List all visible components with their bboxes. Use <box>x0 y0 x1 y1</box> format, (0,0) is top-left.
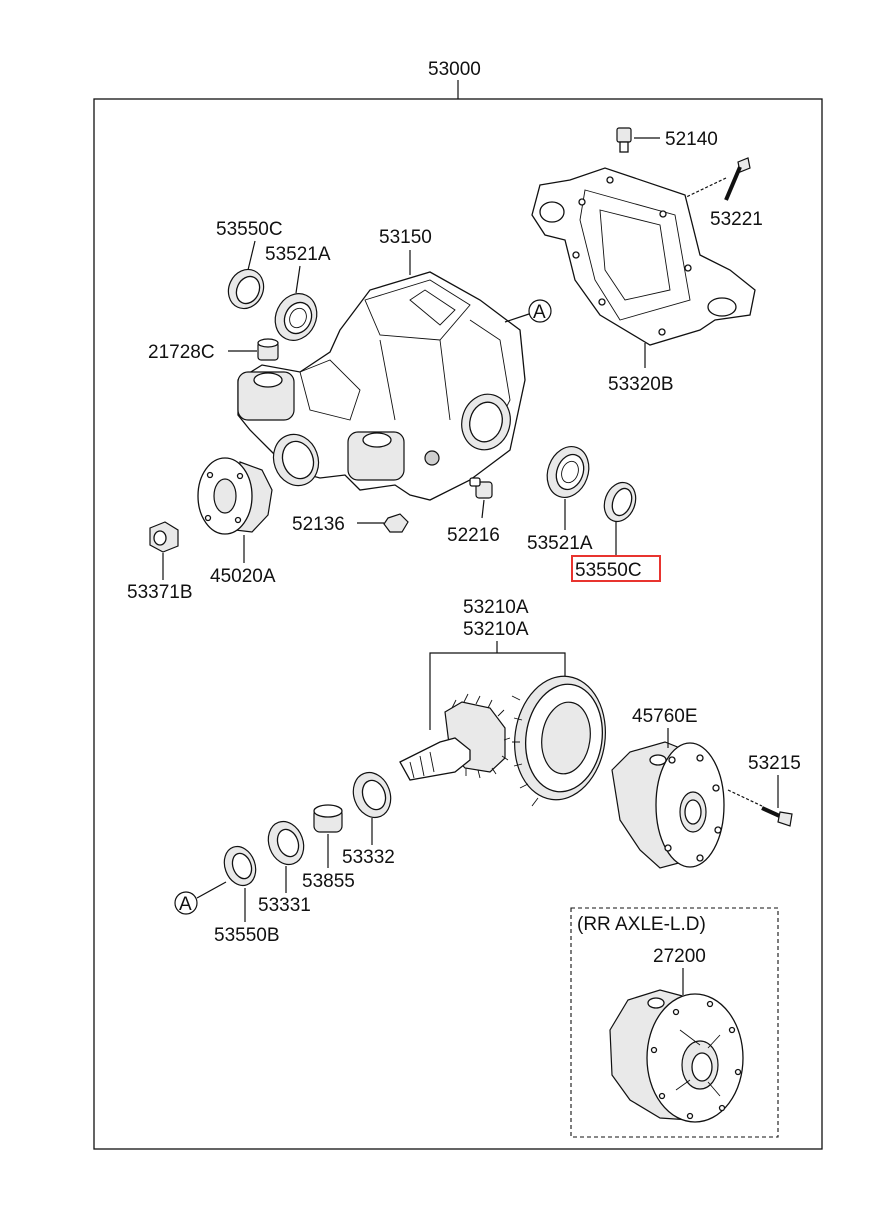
label-53215[interactable]: 53215 <box>748 753 801 774</box>
label-53332[interactable]: 53332 <box>342 847 395 868</box>
drive-pinion-53210a[interactable] <box>399 693 511 781</box>
bearing-53521a-right[interactable] <box>540 441 595 504</box>
seal-53550c-right[interactable] <box>599 478 641 526</box>
label-53331[interactable]: 53331 <box>258 895 311 916</box>
label-21728c[interactable]: 21728C <box>148 342 215 363</box>
label-53320b[interactable]: 53320B <box>608 374 674 395</box>
label-53550c-top[interactable]: 53550C <box>216 219 283 240</box>
label-27200[interactable]: 27200 <box>653 946 706 967</box>
label-53221[interactable]: 53221 <box>710 209 763 230</box>
label-53210a-2[interactable]: 53210A <box>463 619 529 640</box>
label-53521a-right[interactable]: 53521A <box>527 533 593 554</box>
label-53855[interactable]: 53855 <box>302 871 355 892</box>
carrier-housing-53150[interactable] <box>237 271 526 501</box>
label-52140[interactable]: 52140 <box>665 129 718 150</box>
seal-53550c-top[interactable] <box>222 264 270 315</box>
label-53521a-top[interactable]: 53521A <box>265 244 331 265</box>
svg-text:A: A <box>533 302 546 323</box>
assembly-frame <box>93 98 823 1150</box>
bearing-53521a-top[interactable] <box>268 287 325 347</box>
label-53550c-right[interactable]: 53550C <box>575 560 642 581</box>
plug-52136[interactable] <box>383 513 409 533</box>
highlight-box-53550c <box>571 555 661 582</box>
plug-52140[interactable] <box>616 127 632 153</box>
callout-a-bottom: A <box>174 881 227 915</box>
flange-45020a[interactable] <box>197 457 273 535</box>
cover-53320b[interactable] <box>531 167 756 346</box>
seal-53550b[interactable] <box>219 842 261 890</box>
nut-53371b[interactable] <box>149 521 179 553</box>
label-53550b[interactable]: 53550B <box>214 925 280 946</box>
ring-gear-53210a[interactable] <box>507 670 613 807</box>
label-53371b[interactable]: 53371B <box>127 582 193 603</box>
label-53000[interactable]: 53000 <box>428 59 481 80</box>
bearing-53331[interactable] <box>263 817 310 870</box>
bearing-53332[interactable] <box>347 767 397 823</box>
spacer-53855[interactable] <box>313 804 343 833</box>
label-45760e[interactable]: 45760E <box>632 706 698 727</box>
label-53150[interactable]: 53150 <box>379 227 432 248</box>
label-53210a-1[interactable]: 53210A <box>463 597 529 618</box>
bolt-53221[interactable] <box>724 157 751 201</box>
bushing-21728c[interactable] <box>257 338 279 361</box>
diff-case-45760e[interactable] <box>611 741 725 869</box>
inset-frame <box>570 907 779 1138</box>
plug-52216[interactable] <box>469 477 493 499</box>
label-52216[interactable]: 52216 <box>447 525 500 546</box>
label-45020a[interactable]: 45020A <box>210 566 276 587</box>
bolt-53215[interactable] <box>761 806 793 827</box>
lsd-case-27200[interactable] <box>609 989 744 1123</box>
callout-a-top: A <box>504 299 552 323</box>
label-52136[interactable]: 52136 <box>292 514 345 535</box>
inset-title: (RR AXLE-L.D) <box>577 914 706 935</box>
svg-text:A: A <box>179 894 192 915</box>
